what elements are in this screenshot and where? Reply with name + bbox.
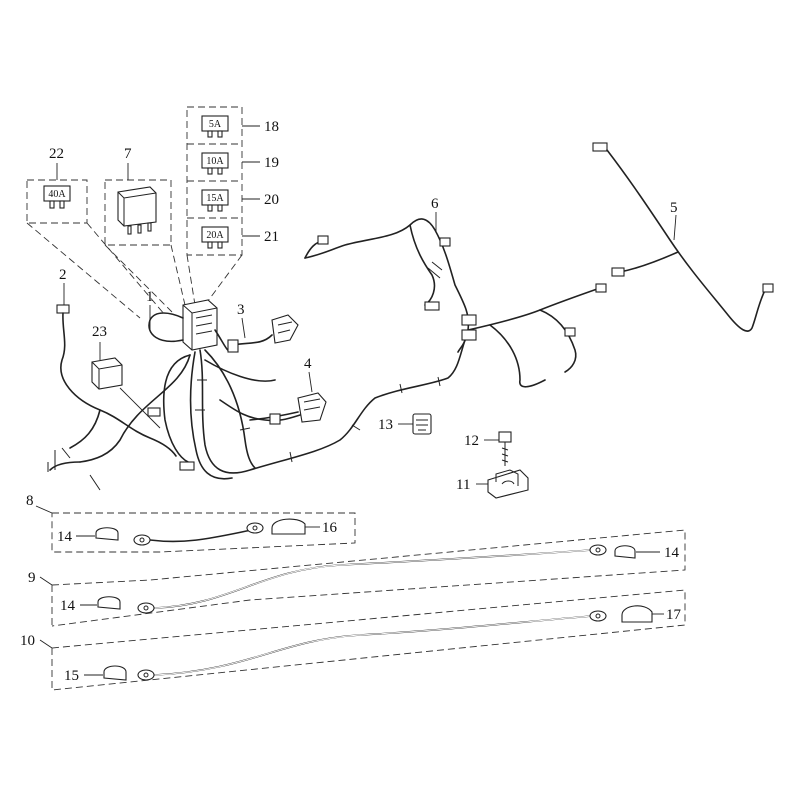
boot-14a: 14 xyxy=(57,527,119,545)
callout-8: 8 xyxy=(26,493,34,509)
bundle-ties xyxy=(195,376,441,463)
callout-22: 22 xyxy=(49,146,64,162)
callout-14-c: 14 xyxy=(60,598,76,614)
callout-19: 19 xyxy=(264,155,279,171)
callout-23: 23 xyxy=(92,324,107,340)
fuse-20a: 20A xyxy=(201,226,229,249)
main-fuse-40a: 40A 22 xyxy=(26,146,166,319)
callout-21: 21 xyxy=(264,229,279,245)
cable-10: 10 xyxy=(20,589,686,691)
svg-text:20A: 20A xyxy=(206,230,224,241)
harness-6: 6 xyxy=(304,196,607,388)
fuse-10a: 10A xyxy=(201,152,229,175)
relay: 7 xyxy=(104,146,186,313)
cable-8: 8 xyxy=(26,493,356,553)
callout-17: 17 xyxy=(666,607,682,623)
harness-5: 5 xyxy=(592,142,774,332)
callout-11: 11 xyxy=(456,477,470,493)
callout-7: 7 xyxy=(124,146,132,162)
part-4-connector: 4 xyxy=(249,356,327,425)
fuse-block xyxy=(182,299,218,351)
callout-14-a: 14 xyxy=(57,529,73,545)
part-3-connector: 3 xyxy=(227,302,299,353)
part-12-bolt: 12 xyxy=(464,431,512,466)
callout-5: 5 xyxy=(670,200,678,216)
callout-9: 9 xyxy=(28,570,36,586)
part-23: 23 xyxy=(91,324,161,429)
callout-16: 16 xyxy=(322,520,338,536)
callout-6: 6 xyxy=(431,196,439,212)
fuse-group: 5A 10A 15A 20A 18 19 20 21 xyxy=(186,106,279,306)
svg-text:40A: 40A xyxy=(48,189,66,200)
callout-12: 12 xyxy=(464,433,479,449)
main-harness: 1 xyxy=(47,289,466,491)
callout-14-b: 14 xyxy=(664,545,680,561)
callout-15: 15 xyxy=(64,668,79,684)
callout-4: 4 xyxy=(304,356,312,372)
callout-18: 18 xyxy=(264,119,279,135)
boot-14b: 14 xyxy=(614,545,680,561)
boot-16: 16 xyxy=(271,518,338,536)
boot-14c: 14 xyxy=(60,596,121,614)
svg-text:5A: 5A xyxy=(209,119,222,130)
callout-3: 3 xyxy=(237,302,245,318)
svg-text:15A: 15A xyxy=(206,193,224,204)
fuse-15a: 15A xyxy=(201,189,229,212)
fuse-5a: 5A xyxy=(201,115,229,138)
part-13-clip: 13 xyxy=(378,413,432,435)
callout-1: 1 xyxy=(146,289,154,305)
boot-17: 17 xyxy=(621,605,682,623)
callout-2: 2 xyxy=(59,267,67,283)
boot-15: 15 xyxy=(64,665,127,684)
part-11-bracket: 11 xyxy=(456,469,529,499)
callout-20: 20 xyxy=(264,192,279,208)
harness-2: 2 xyxy=(56,267,177,457)
callout-13: 13 xyxy=(378,417,393,433)
svg-text:10A: 10A xyxy=(206,156,224,167)
cable-9: 9 xyxy=(28,529,686,627)
callout-10: 10 xyxy=(20,633,35,649)
